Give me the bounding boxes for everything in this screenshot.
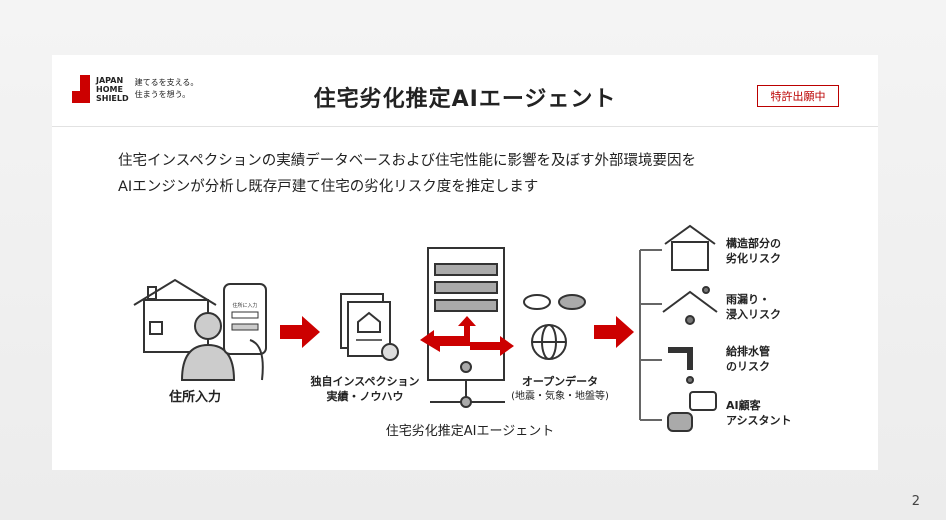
house-icon [133,278,217,353]
robot-icon [667,391,717,432]
arrow-right-icon [280,316,320,348]
logo-word: HOME [96,84,123,94]
output-label: 給排水管 [726,345,770,358]
description-line: AIエンジンが分析し既存戸建て住宅の劣化リスク度を推定します [118,179,539,195]
address-input-label: 住所入力 [168,390,221,405]
pipe-icon [668,347,694,384]
output-label: 構造部分の [726,237,781,250]
page-number: 2 [911,494,920,509]
cracked-house-icon [664,224,716,271]
description-line: 住宅インスペクションの実績データベースおよび住宅性能に影響を及ぼす外部環境要因を [118,153,696,169]
person-icon [180,312,236,381]
divider [52,126,878,127]
output-label: のリスク [726,360,770,373]
output-label: 浸入リスク [726,308,781,321]
inspection-label: 実績・ノウハウ [326,390,404,403]
phone-label: 住所に入力 [232,302,257,309]
output-label: アシスタント [726,414,792,427]
output-label: AI顧客 [726,399,761,412]
output-label: 劣化リスク [726,252,781,265]
logo: JAPAN HOME SHIELD 建てるを支える。 住まうを想う。 [72,75,198,103]
bidirectional-arrow-icon [420,316,514,356]
page-title: 住宅劣化推定AIエージェント [313,87,617,112]
branch-connector [639,249,662,421]
weather-globe-icon [523,294,586,360]
open-data-label: (地震・気象・地盤等) [511,391,609,402]
logo-tagline: 住まうを想う。 [134,90,191,99]
arrow-right-icon [594,316,634,348]
logo-word: SHIELD [96,93,129,103]
logo-tagline: 建てるを支える。 [134,78,199,87]
logo-j-mark [72,75,92,103]
roof-leak-icon [662,286,718,325]
inspection-label: 独自インスペクション [310,375,420,388]
agent-label: 住宅劣化推定AIエージェント [385,424,555,439]
patent-badge: 特許出願中 [757,85,839,107]
document-icon [340,293,399,361]
description: 住宅インスペクションの実績データベースおよび住宅性能に影響を及ぼす外部環境要因を… [118,148,696,200]
open-data-label: オープンデータ [521,375,599,388]
output-label: 雨漏り・ [726,293,770,306]
phone-icon [223,283,267,381]
logo-word: JAPAN [96,75,124,85]
